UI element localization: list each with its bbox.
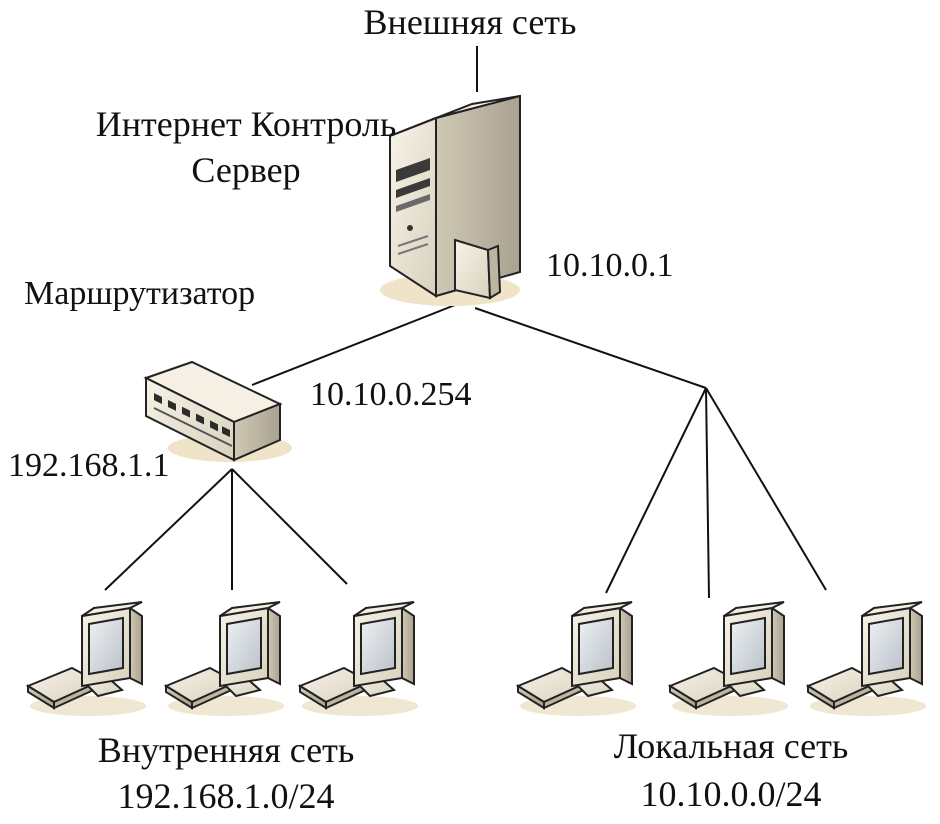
server-tower-icon <box>380 94 521 306</box>
computer-workstation-icon <box>517 601 637 717</box>
server-name-line2: Сервер <box>191 150 300 190</box>
local-network-label: Локальная сеть <box>614 726 849 766</box>
computer-workstation-icon <box>165 601 285 717</box>
local-subnet-label: 10.10.0.0/24 <box>640 774 821 814</box>
internal-link-1 <box>104 468 233 591</box>
internal-link-3 <box>231 468 348 585</box>
internal-subnet-label: 192.168.1.0/24 <box>117 776 334 816</box>
server-to-local-trunk <box>474 307 707 389</box>
computer-workstation-icon <box>669 601 789 717</box>
computer-workstation-icon <box>299 601 419 717</box>
server-ip-label: 10.10.0.1 <box>546 247 674 284</box>
internal-workstations <box>27 601 419 717</box>
computer-workstation-icon <box>27 601 147 717</box>
local-link-2 <box>705 387 710 599</box>
router-switch-icon <box>143 360 292 462</box>
router-external-ip-label: 10.10.0.254 <box>310 376 472 413</box>
external-network-label: Внешняя сеть <box>364 2 577 42</box>
server-name-line1: Интернет Контроль <box>96 104 397 144</box>
router-internal-ip-label: 192.168.1.1 <box>8 447 170 484</box>
internal-network-label: Внутренняя сеть <box>98 730 355 770</box>
server-to-router-link <box>251 304 456 386</box>
computer-workstation-icon <box>807 601 927 717</box>
connections <box>104 46 827 599</box>
local-link-3 <box>705 387 827 591</box>
local-workstations <box>517 601 927 717</box>
router-label: Маршрутизатор <box>24 275 255 312</box>
local-link-1 <box>605 387 707 594</box>
